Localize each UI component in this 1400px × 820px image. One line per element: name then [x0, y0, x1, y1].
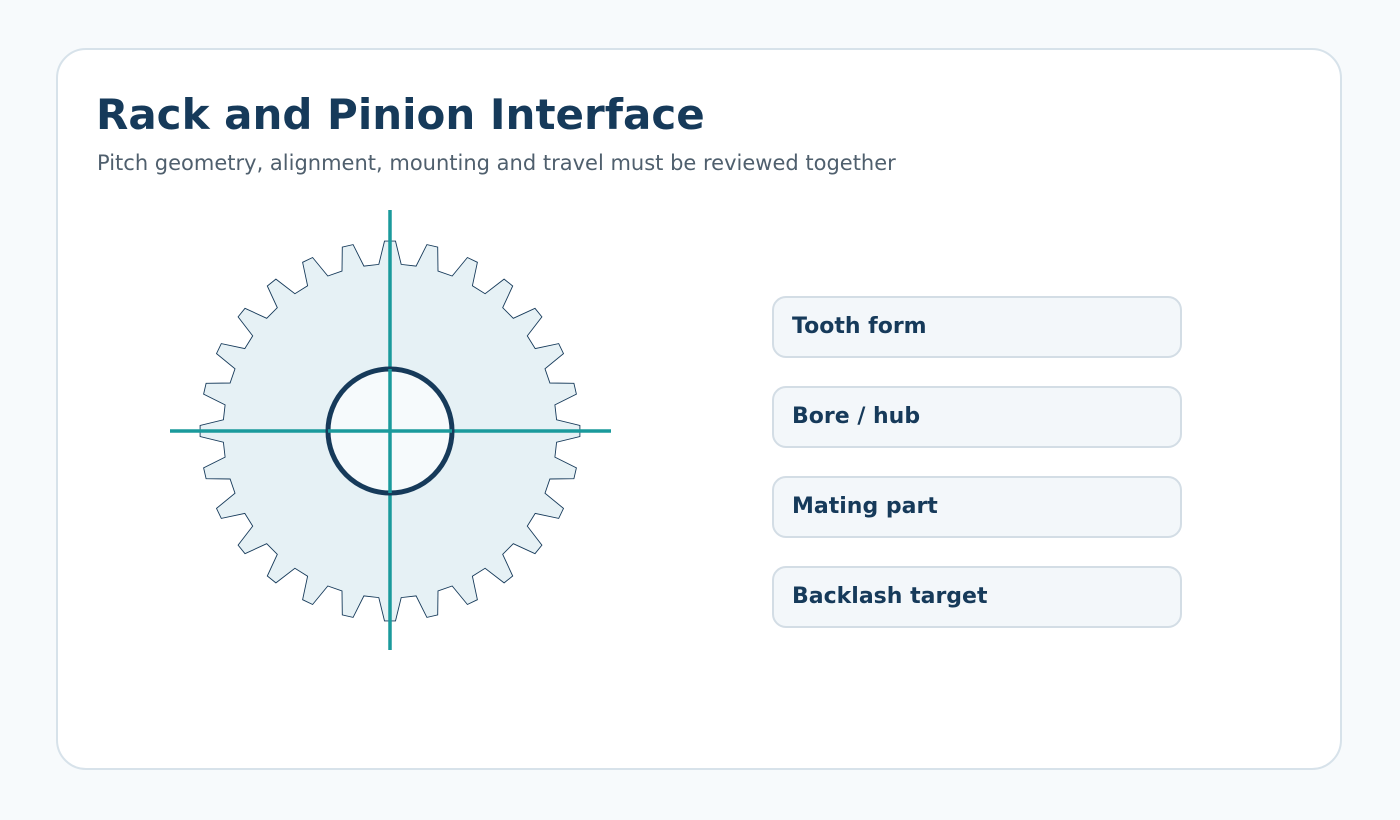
page-subtitle: Pitch geometry, alignment, mounting and …	[97, 151, 896, 175]
diagram-card: Rack and Pinion Interface Pitch geometry…	[56, 48, 1342, 770]
spec-label: Bore / hub	[792, 404, 921, 429]
spec-label: Tooth form	[792, 314, 927, 339]
spec-label: Backlash target	[792, 584, 988, 609]
spec-card-tooth-form: Tooth form	[772, 296, 1182, 358]
page-title: Rack and Pinion Interface	[96, 90, 705, 139]
spec-card-backlash-target: Backlash target	[772, 566, 1182, 628]
spec-card-bore-hub: Bore / hub	[772, 386, 1182, 448]
spec-card-mating-part: Mating part	[772, 476, 1182, 538]
spec-label: Mating part	[792, 494, 938, 519]
